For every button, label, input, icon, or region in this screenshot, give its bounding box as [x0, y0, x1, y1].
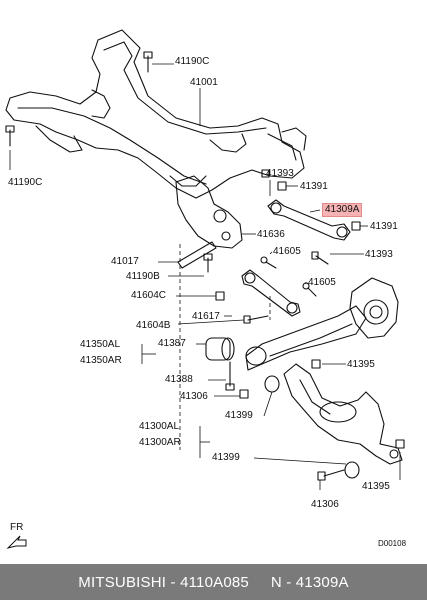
label-41391-top[interactable]: 41391 — [300, 181, 328, 192]
label-41605-a[interactable]: 41605 — [273, 246, 301, 257]
footer-bar: MITSUBISHI - 4110A085 N - 41309A — [0, 564, 427, 600]
label-41636[interactable]: 41636 — [257, 229, 285, 240]
label-41391-right[interactable]: 41391 — [370, 221, 398, 232]
label-41604c[interactable]: 41604C — [131, 290, 167, 301]
label-41395-b[interactable]: 41395 — [362, 481, 390, 492]
label-41388[interactable]: 41388 — [165, 374, 193, 385]
label-41309a-highlighted[interactable]: 41309A — [322, 203, 363, 217]
label-41306-b[interactable]: 41306 — [311, 499, 339, 510]
label-41001[interactable]: 41001 — [190, 77, 218, 88]
label-41306-a[interactable]: 41306 — [180, 391, 208, 402]
footer-part-number: 41309A — [295, 573, 349, 591]
bolt-41393-right — [311, 251, 329, 265]
label-41190c-left[interactable]: 41190C — [8, 177, 43, 188]
label-41395-a[interactable]: 41395 — [347, 359, 375, 370]
nut-41604c — [215, 291, 225, 301]
label-41399-b[interactable]: 41399 — [212, 452, 240, 463]
footer-separator: - — [166, 573, 181, 591]
bolt-41190c-top — [143, 51, 153, 73]
nut-41393-top — [261, 169, 270, 178]
label-41605-b[interactable]: 41605 — [308, 277, 336, 288]
label-41300ar[interactable]: 41300AR — [139, 437, 181, 448]
bolt-41190c-left — [5, 125, 15, 147]
bolt-41388 — [225, 361, 235, 391]
footer-n-prefix: N - — [270, 573, 296, 591]
footer-gap — [249, 574, 271, 591]
bushing-41399-lower — [344, 461, 360, 479]
bolt-41605-a — [260, 256, 277, 269]
bolt-41604b — [243, 315, 269, 324]
front-arrow-icon — [6, 535, 27, 549]
trailing-arm — [245, 305, 367, 371]
knuckle — [349, 277, 399, 339]
label-41393-right[interactable]: 41393 — [365, 249, 393, 260]
exploded-view-drawing — [5, 29, 405, 549]
upper-arm-41309a — [267, 199, 351, 241]
label-41190b[interactable]: 41190B — [126, 271, 160, 282]
lower-arm-41300 — [283, 363, 403, 465]
toe-link-41617 — [241, 269, 301, 317]
label-41300al[interactable]: 41300AL — [139, 421, 180, 432]
figure-code: D00108 — [378, 539, 407, 548]
label-41190c-top[interactable]: 41190C — [175, 56, 210, 67]
bolt-41190b — [203, 253, 213, 273]
label-41399-a[interactable]: 41399 — [225, 410, 253, 421]
bushing-41387 — [205, 337, 235, 361]
nut-41391-right — [351, 221, 361, 231]
bushing-41399-upper — [264, 375, 280, 393]
link-41017 — [177, 241, 217, 269]
leader-lines — [9, 63, 401, 490]
label-41617[interactable]: 41617 — [192, 311, 220, 322]
label-41604b[interactable]: 41604B — [136, 320, 171, 331]
nut-41395-b — [395, 439, 405, 449]
footer-brand: MITSUBISHI — [78, 573, 167, 591]
footer-catalog-number: 4110A085 — [180, 573, 249, 591]
nut-41306-a — [239, 389, 249, 399]
bracket-41636 — [175, 175, 243, 249]
crossmember-41001 — [5, 29, 307, 199]
nut-41391-top — [277, 181, 287, 191]
label-41350al[interactable]: 41350AL — [80, 339, 121, 350]
label-41387[interactable]: 41387 — [158, 338, 186, 349]
nut-41395-a — [311, 359, 321, 369]
bolt-41306-b — [317, 469, 345, 481]
label-41017[interactable]: 41017 — [111, 256, 139, 267]
label-41393-top[interactable]: 41393 — [266, 168, 294, 179]
label-41350ar[interactable]: 41350AR — [80, 355, 122, 366]
front-direction-label: FR — [10, 522, 24, 533]
